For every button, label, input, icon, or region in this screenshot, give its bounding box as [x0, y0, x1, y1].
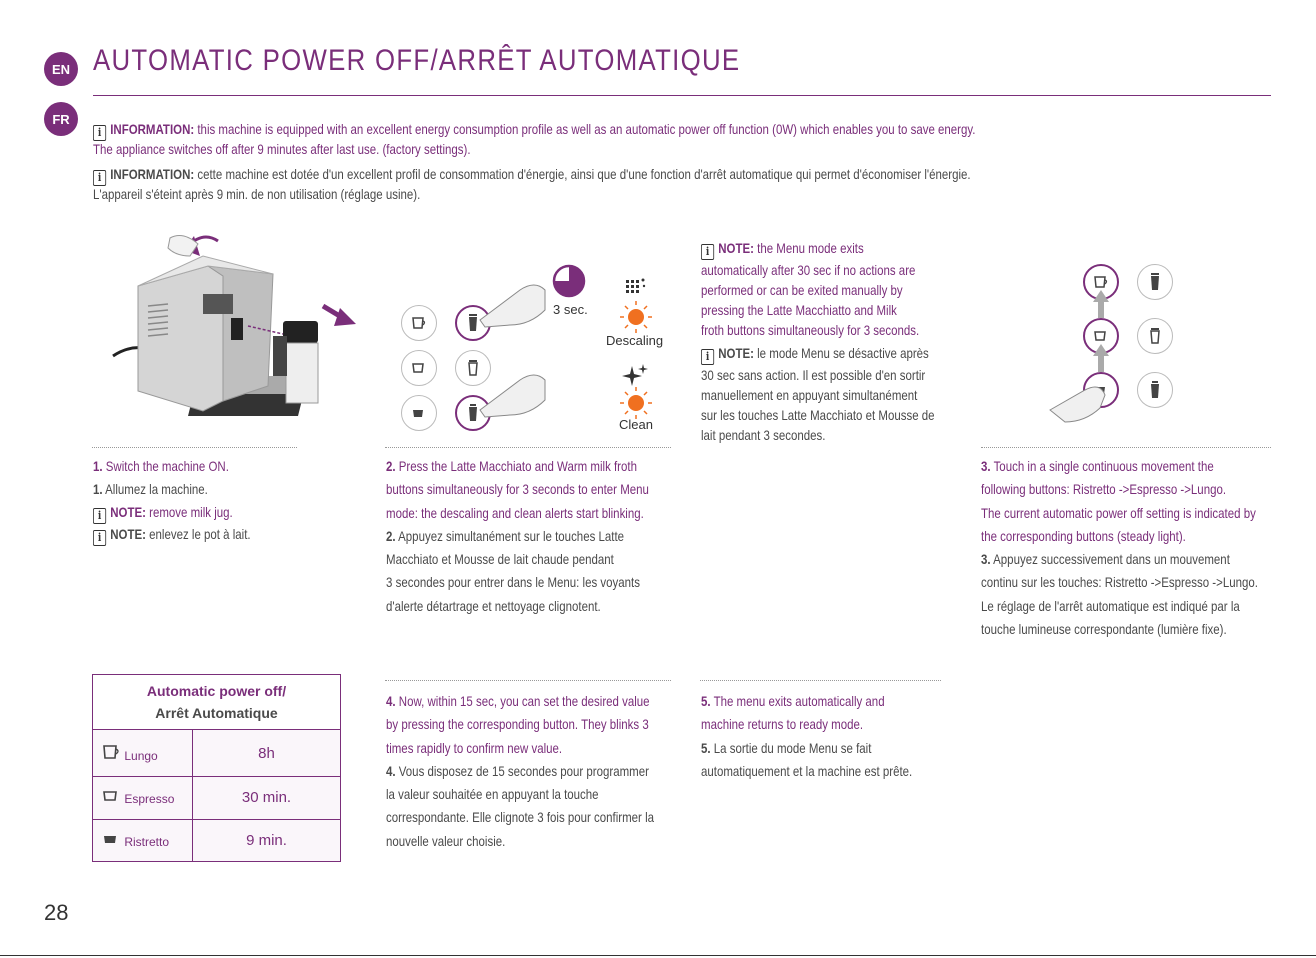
divider — [700, 680, 941, 681]
row-label: Ristretto — [124, 834, 170, 849]
divider — [981, 447, 1271, 448]
language-badge-fr: FR — [44, 102, 78, 136]
table-row: Ristretto 9 min. — [92, 818, 341, 863]
info-icon: i — [701, 349, 715, 365]
step-4: 4. Now, within 15 sec, you can set the d… — [386, 693, 655, 849]
ristretto-cup-icon — [104, 835, 116, 843]
info-icon: i — [93, 125, 107, 141]
sparkle-icon — [622, 364, 648, 386]
ristretto-button[interactable] — [401, 395, 437, 431]
language-badge-en: EN — [44, 52, 78, 86]
footer-divider — [0, 955, 1316, 956]
info-en-line2: The appliance switches off after 9 minut… — [93, 141, 471, 157]
milk-jug-icon — [1151, 381, 1159, 398]
espresso-cup-icon — [103, 791, 117, 802]
descaling-label: Descaling — [606, 333, 664, 348]
cappuccino-cup-icon — [1150, 328, 1160, 344]
page-title: AUTOMATIC POWER OFF/ARRÊT AUTOMATIQUE — [93, 44, 741, 77]
lungo-button[interactable] — [401, 305, 437, 341]
cup-icon — [1094, 276, 1108, 288]
table-row: Espresso 30 min. — [92, 776, 341, 820]
timer-label: 3 sec. — [553, 302, 588, 317]
timer-icon — [552, 264, 586, 298]
cup-icon — [412, 363, 424, 373]
espresso-button[interactable] — [401, 350, 437, 386]
row-label: Lungo — [124, 748, 158, 763]
row-value: 30 min. — [192, 776, 341, 820]
row-value: 8h — [192, 728, 341, 778]
step-5: 5. The menu exits automatically and mach… — [701, 693, 913, 779]
info-icon: i — [93, 529, 107, 546]
row-label: Espresso — [124, 792, 175, 807]
latte-glass-icon — [469, 314, 477, 331]
cup-icon — [412, 317, 426, 329]
power-off-settings-table: Automatic power off/ Arrêt Automatique L… — [92, 674, 341, 863]
table-header: Automatic power off/ Arrêt Automatique — [92, 674, 341, 730]
step-1: 1. Switch the machine ON. 1. Allumez la … — [93, 458, 251, 546]
step-2: 2. Press the Latte Macchiato and Warm mi… — [386, 458, 649, 614]
clean-alert-light — [620, 387, 652, 419]
divider — [92, 447, 297, 448]
machine-illustration — [112, 235, 356, 416]
latte-glass-icon — [1151, 273, 1159, 290]
info-icon: i — [93, 170, 107, 186]
step-3: 3. Touch in a single continuous movement… — [981, 458, 1258, 638]
cappuccino-button[interactable] — [1137, 318, 1173, 354]
cappuccino-cup-icon — [468, 360, 478, 376]
divider — [385, 680, 671, 681]
hand-press-illustration — [479, 284, 546, 418]
cup-icon — [413, 410, 423, 417]
latte-macchiato-button[interactable] — [1137, 264, 1173, 300]
info-fr-line2: L'appareil s'éteint après 9 min. de non … — [93, 186, 421, 202]
title-divider — [93, 95, 1271, 96]
swipe-up-illustration — [1049, 290, 1109, 423]
info-icon: i — [93, 507, 107, 524]
descaling-icon — [626, 278, 646, 293]
table-row: Lungo 8h — [92, 728, 341, 778]
cup-icon — [1094, 331, 1106, 341]
divider — [385, 447, 671, 448]
info-icon: i — [701, 244, 715, 260]
milk-jug-icon — [469, 404, 477, 421]
warm-milk-froth-button[interactable] — [1137, 372, 1173, 408]
lungo-cup-icon — [103, 744, 119, 759]
clean-label: Clean — [619, 417, 653, 432]
page-number: 28 — [44, 900, 69, 925]
cappuccino-button[interactable] — [455, 350, 491, 386]
descaling-alert-light — [620, 301, 652, 333]
row-value: 9 min. — [192, 818, 341, 863]
